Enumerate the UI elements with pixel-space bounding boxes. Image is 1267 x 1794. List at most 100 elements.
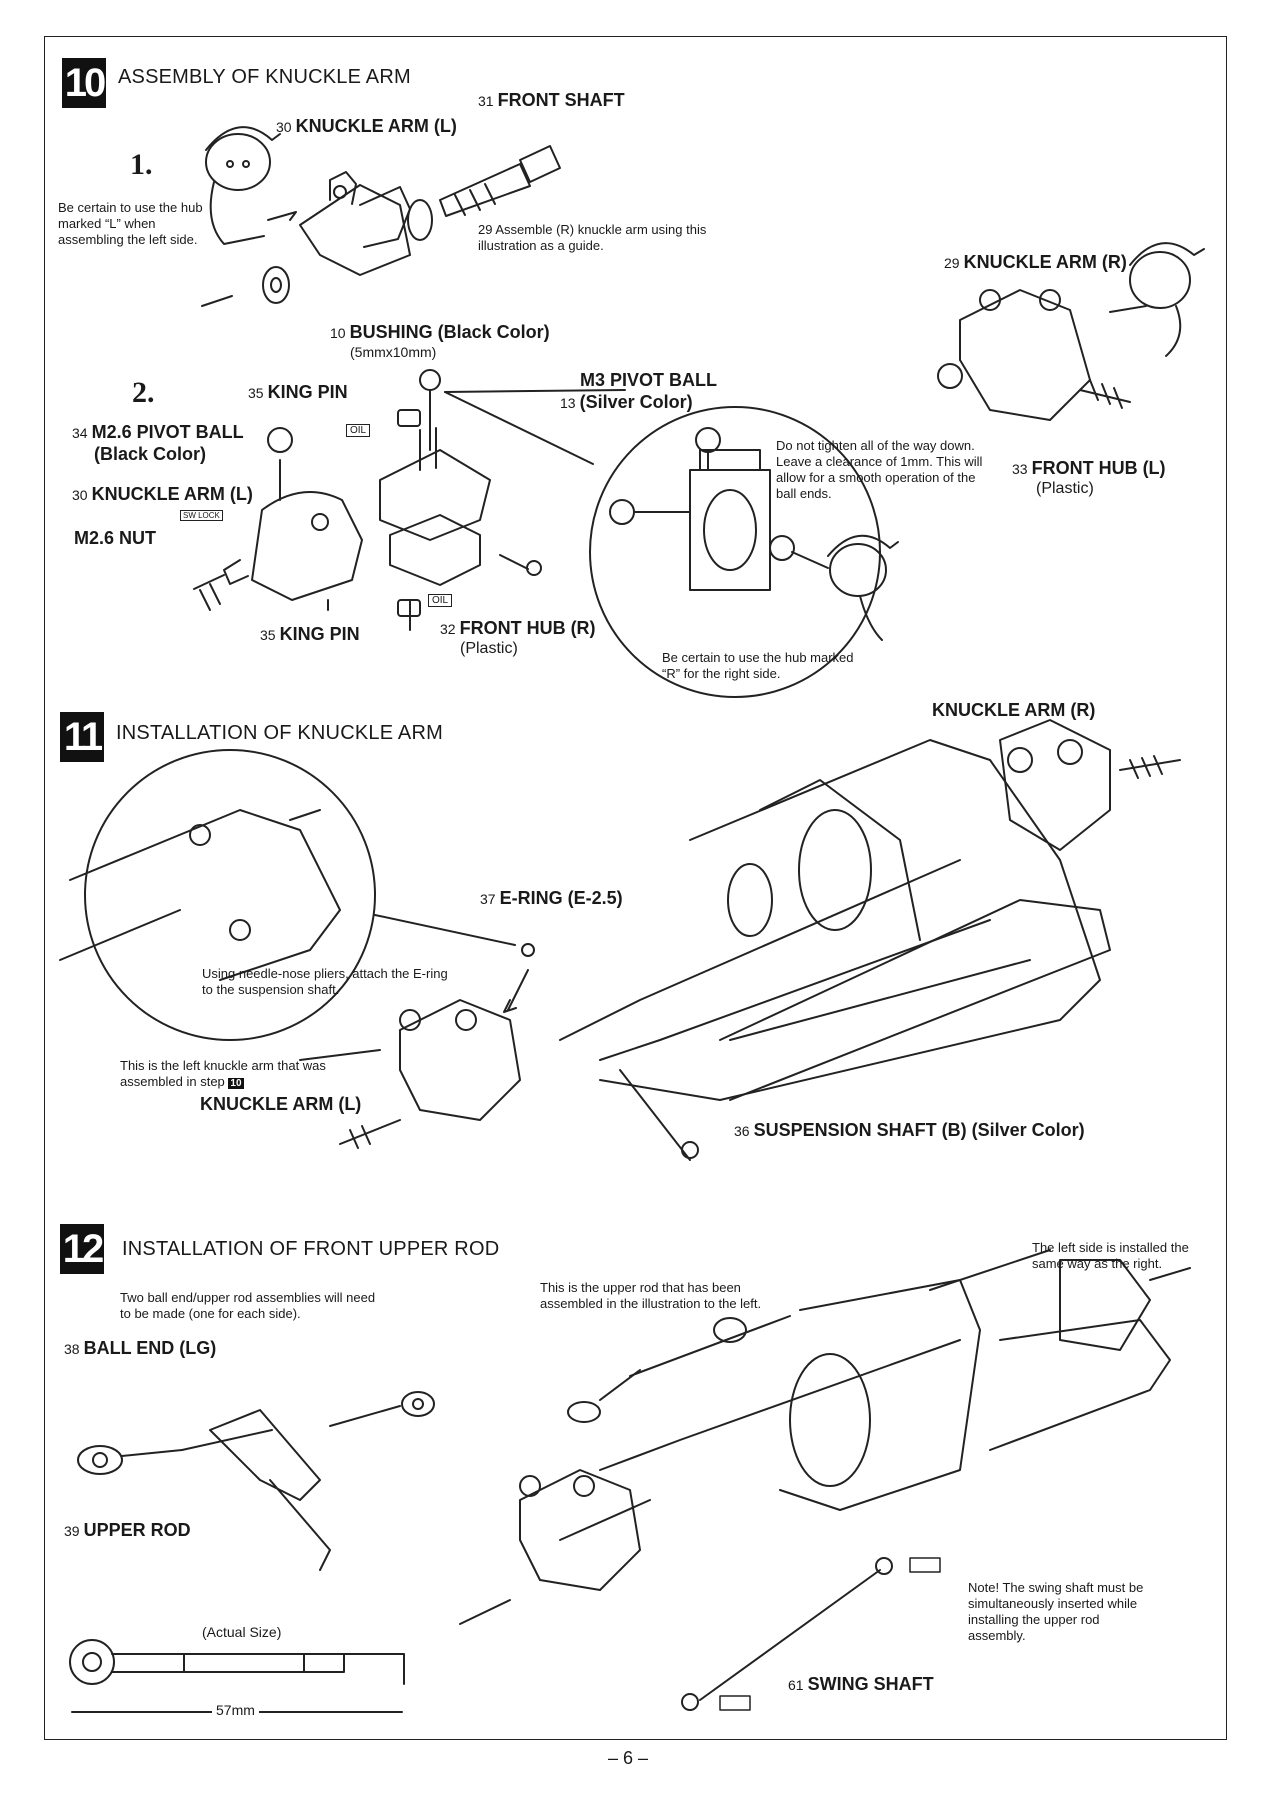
step-10-mini-badge: 10 bbox=[228, 1078, 244, 1089]
suspension-arm-illustration bbox=[559, 719, 1181, 1161]
label-m26-nut: M2.6 NUT bbox=[74, 528, 157, 548]
part-name: SUSPENSION SHAFT (B) (Silver Color) bbox=[753, 1120, 1085, 1140]
label-front-hub-l-material: (Plastic) bbox=[1036, 480, 1094, 497]
note-attach-eclip: Using needle-nose pliers, attach the E-r… bbox=[202, 966, 448, 997]
label-bushing-size: (5mmx10mm) bbox=[350, 344, 437, 360]
part-name: FRONT SHAFT bbox=[497, 90, 625, 110]
part-sub: (Silver Color) bbox=[579, 392, 693, 412]
label-actual-size: (Actual Size) bbox=[202, 1624, 282, 1640]
step-11-badge: 11 bbox=[60, 712, 104, 762]
oil-tag: OIL bbox=[428, 594, 453, 607]
part-name: E-RING (E-2.5) bbox=[499, 888, 623, 908]
note-use-hub-r: Be certain to use the hub marked “R” for… bbox=[662, 650, 854, 681]
part-name: FRONT HUB (R) bbox=[459, 618, 596, 638]
step-11-title: INSTALLATION OF KNUCKLE ARM bbox=[116, 722, 443, 744]
part-number: 30 bbox=[276, 119, 292, 135]
part-number: 35 bbox=[260, 627, 276, 643]
part-name: UPPER ROD bbox=[83, 1520, 191, 1540]
part-name: KNUCKLE ARM (L) bbox=[91, 484, 253, 504]
part-number: 31 bbox=[478, 93, 494, 109]
part-number: 13 bbox=[560, 395, 576, 411]
part-number: 35 bbox=[248, 385, 264, 401]
mascot-icon-step10-top bbox=[205, 126, 297, 245]
note-assemble-number: 29 bbox=[478, 222, 493, 237]
upper-rod-installation bbox=[459, 1249, 1191, 1711]
mascot-icon-step10-right bbox=[1109, 242, 1205, 357]
note-assemble-text: Assemble (R) knuckle arm using this illu… bbox=[478, 222, 707, 253]
part-name: BUSHING (Black Color) bbox=[349, 322, 550, 342]
oil-tag-icons bbox=[719, 1557, 941, 1711]
part-name: KNUCKLE ARM (R) bbox=[963, 252, 1127, 272]
part-name: KNUCKLE ARM (L) bbox=[295, 116, 457, 136]
part-number: 32 bbox=[440, 621, 456, 637]
note-left-knuckle-arm: This is the left knuckle arm that was as… bbox=[120, 1058, 360, 1092]
part-number: 36 bbox=[734, 1123, 750, 1139]
part-name: BALL END (LG) bbox=[83, 1338, 217, 1358]
page-frame bbox=[44, 36, 1227, 1740]
label-m26-pivot-ball-color: (Black Color) bbox=[94, 444, 207, 464]
part-number: 34 bbox=[72, 425, 88, 441]
label-knuckle-arm-r-step11: KNUCKLE ARM (R) bbox=[932, 700, 1096, 720]
substep-1-number: 1. bbox=[130, 148, 153, 181]
note-two-assemblies: Two ball end/upper rod assemblies will n… bbox=[120, 1290, 376, 1321]
part-number: 10 bbox=[330, 325, 346, 341]
label-m3-pivot-ball: M3 PIVOT BALL bbox=[580, 370, 717, 391]
step-12-badge: 12 bbox=[60, 1224, 104, 1274]
part-number: 33 bbox=[1012, 461, 1028, 477]
callout-circle-eclip bbox=[59, 749, 535, 1041]
front-hub-r-exploded bbox=[379, 369, 542, 631]
step-12-title: INSTALLATION OF FRONT UPPER ROD bbox=[122, 1238, 500, 1260]
ball-end-upper-rod-diagram bbox=[77, 1391, 435, 1571]
note-upper-rod-assembled: This is the upper rod that has been asse… bbox=[540, 1280, 762, 1311]
knuckle-arm-l-step11 bbox=[299, 999, 521, 1149]
page-number: – 6 – bbox=[608, 1748, 649, 1768]
step-10-title: ASSEMBLY OF KNUCKLE ARM bbox=[118, 66, 411, 88]
part-name: FRONT HUB (L) bbox=[1031, 458, 1166, 478]
note-ball-clearance: Do not tighten all of the way down. Leav… bbox=[776, 438, 983, 501]
part-number: 61 bbox=[788, 1677, 804, 1693]
label-rod-length: 57mm bbox=[212, 1702, 259, 1718]
part-name: SWING SHAFT bbox=[807, 1674, 934, 1694]
mascot-icon-step10-center bbox=[791, 534, 899, 641]
step-10-badge: 10 bbox=[62, 58, 106, 108]
part-name: KING PIN bbox=[267, 382, 348, 402]
part-name: M2.6 PIVOT BALL bbox=[91, 422, 244, 442]
part-number: 37 bbox=[480, 891, 496, 907]
part-name: M3 PIVOT BALL bbox=[580, 370, 718, 390]
knuckle-arm-exploded bbox=[201, 145, 561, 307]
part-number: 39 bbox=[64, 1523, 80, 1539]
note-left-same-way: The left side is installed the same way … bbox=[1032, 1240, 1189, 1271]
oil-tag: OIL bbox=[346, 424, 371, 437]
knuckle-arm-l-assembly bbox=[193, 427, 363, 611]
substep-2-number: 2. bbox=[132, 376, 155, 409]
part-number: 30 bbox=[72, 487, 88, 503]
part-number: 29 bbox=[944, 255, 960, 271]
note-use-hub-l: Be certain to use the hub marked “L” whe… bbox=[58, 200, 203, 247]
part-number: 38 bbox=[64, 1341, 80, 1357]
sw-lock-tag: SW LOCK bbox=[180, 510, 223, 521]
part-name: KING PIN bbox=[279, 624, 360, 644]
note-swing-shaft: Note! The swing shaft must be simultaneo… bbox=[968, 1580, 1144, 1643]
knuckle-arm-r-illustration bbox=[937, 289, 1131, 421]
callout-circle-ball bbox=[444, 389, 881, 698]
note-assemble-r: 29 Assemble (R) knuckle arm using this i… bbox=[478, 222, 760, 254]
label-m3-pivot-ball-color: 13(Silver Color) bbox=[560, 392, 693, 413]
label-front-hub-r-material: (Plastic) bbox=[460, 640, 518, 657]
note-left-knuckle-text: This is the left knuckle arm that was as… bbox=[120, 1058, 326, 1089]
